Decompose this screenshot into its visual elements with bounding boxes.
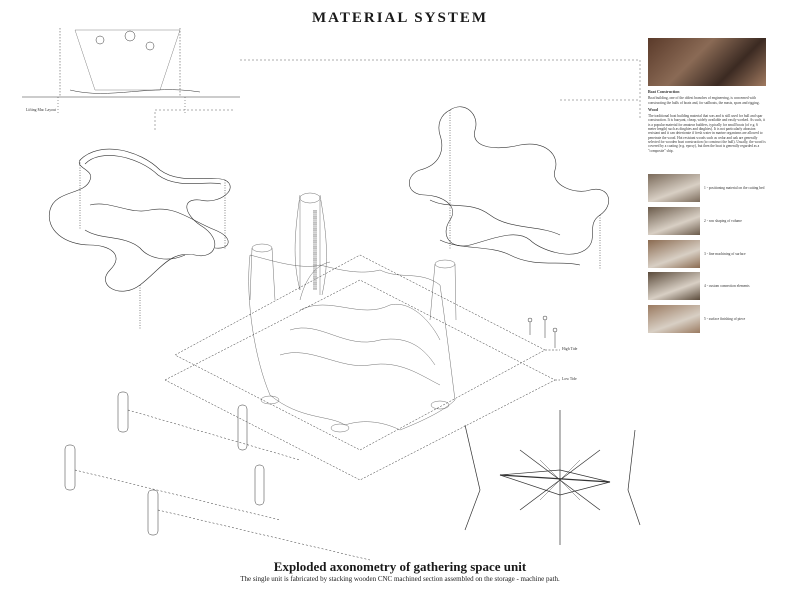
left-layer-stack: [48, 148, 231, 330]
wood-heading: Wood: [648, 106, 659, 112]
right-layer-stack: [409, 106, 609, 270]
projection-lines: [154, 59, 641, 130]
step-item: 1 - positioning material on the cutting …: [648, 173, 766, 203]
drawing-subcaption: The single unit is fabricated by stackin…: [240, 575, 560, 583]
sidebar-heading: Boat Construction: [648, 89, 680, 94]
fabrication-steps: 1 - positioning material on the cutting …: [648, 173, 766, 337]
step-label: 2 - raw shaping of volume: [704, 218, 742, 223]
step-item: 2 - raw shaping of volume: [648, 206, 766, 236]
drawing-caption: Exploded axonometry of gathering space u…: [273, 559, 527, 574]
high-tide-label: High Tide: [562, 347, 578, 351]
step-photo: [648, 272, 700, 301]
step-item: 4 - custom connection elements: [648, 271, 766, 301]
elevation-drawing: [22, 28, 240, 115]
step-photo: [648, 206, 700, 235]
connector-elements: [64, 391, 371, 561]
step-item: 5 - surface finishing of piece: [648, 304, 766, 334]
wood-text: The traditional boat building material t…: [648, 114, 766, 153]
step-label: 5 - surface finishing of piece: [704, 317, 746, 322]
step-item: 3 - fine machining of surface: [648, 239, 766, 269]
step-label: 1 - positioning material on the cutting …: [704, 186, 765, 190]
tide-planes: [164, 254, 560, 481]
page-title: MATERIAL SYSTEM: [311, 10, 488, 26]
boat-construction-photo: [648, 38, 766, 86]
sidebar: Boat Construction Boat building, one of …: [648, 38, 766, 156]
step-label: 4 - custom connection elements: [704, 284, 750, 289]
step-photo: [648, 239, 700, 268]
spatial-frame: [464, 410, 641, 545]
step-photo: [648, 305, 700, 334]
step-label: 3 - fine machining of surface: [704, 251, 746, 256]
human-figures: [527, 315, 558, 348]
step-photo: [648, 174, 700, 202]
sculpted-core: [248, 192, 457, 433]
elevation-label: Lifting Mac Layout: [26, 108, 56, 112]
low-tide-label: Low Tide: [562, 377, 577, 381]
sidebar-intro: Boat building, one of the oldest branche…: [648, 96, 760, 105]
